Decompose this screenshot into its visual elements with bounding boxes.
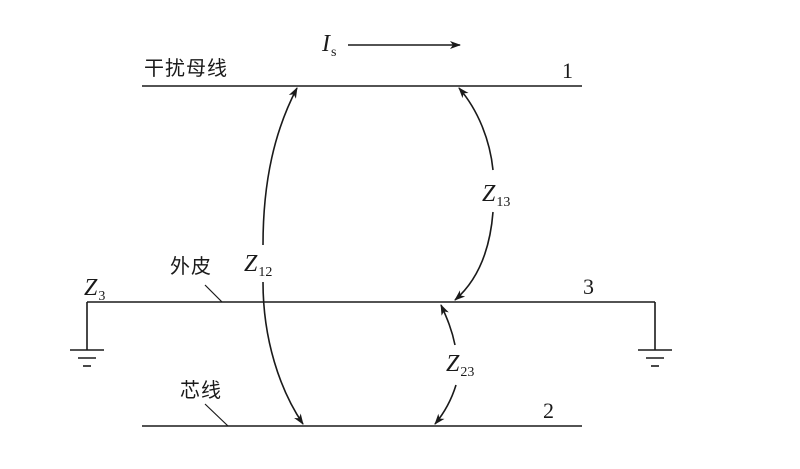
line-number-2: 2 [543, 398, 554, 423]
impedance-z12: Z12 [244, 251, 273, 280]
sheath-label: 外皮 [170, 254, 212, 278]
line-number-1: 1 [562, 58, 573, 83]
impedance-z13: Z13 [482, 181, 511, 210]
impedance-z23: Z23 [446, 351, 475, 380]
current-label: Is [322, 31, 337, 60]
core-label: 芯线 [180, 378, 222, 402]
line-number-3: 3 [583, 274, 594, 299]
bus-label: 干扰母线 [144, 56, 228, 80]
impedance-z3: Z3 [84, 275, 106, 304]
